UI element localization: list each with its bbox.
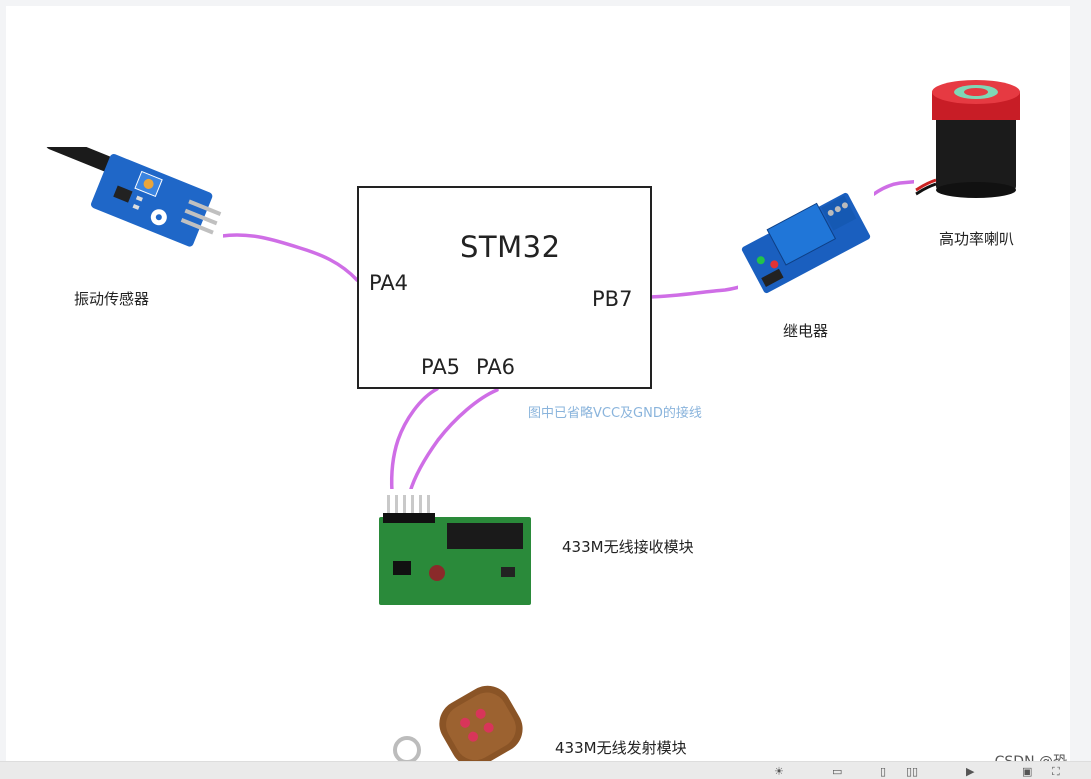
pin-pa6-label: PA6 bbox=[476, 355, 516, 379]
mcu-title: STM32 bbox=[460, 230, 561, 264]
omitted-wiring-note: 图中已省略VCC及GND的接线 bbox=[528, 406, 702, 421]
relay-image bbox=[738, 183, 874, 303]
brightness-icon[interactable]: ☀ bbox=[774, 765, 784, 778]
bottom-toolbar: ☀ ▭ ▯ ▯▯ ▶ ▣ ⛶ bbox=[0, 761, 1091, 779]
rf-receiver-image bbox=[377, 489, 535, 609]
double-page-icon[interactable]: ▯▯ bbox=[906, 765, 919, 778]
relay-label: 继电器 bbox=[783, 322, 829, 340]
fullscreen-icon[interactable]: ⛶ bbox=[1052, 765, 1060, 778]
pin-pa5-label: PA5 bbox=[421, 355, 461, 379]
speaker-image bbox=[914, 72, 1035, 212]
page-icon[interactable]: ▯ bbox=[880, 765, 887, 778]
speaker-label: 高功率喇叭 bbox=[939, 230, 1015, 248]
vibration-sensor-label: 振动传感器 bbox=[74, 290, 150, 308]
pin-pa4-label: PA4 bbox=[369, 271, 409, 295]
wire-pa5-receiver bbox=[389, 387, 439, 494]
stm32-block bbox=[357, 186, 652, 389]
play-icon[interactable]: ▶ bbox=[966, 765, 975, 778]
save-icon[interactable]: ▭ bbox=[832, 765, 843, 778]
fit-icon[interactable]: ▣ bbox=[1022, 765, 1033, 778]
rf-transmitter-label: 433M无线发射模块 bbox=[555, 739, 687, 757]
vibration-sensor-image bbox=[34, 147, 223, 260]
rf-transmitter-image bbox=[385, 674, 535, 762]
rf-receiver-label: 433M无线接收模块 bbox=[562, 538, 694, 556]
wire-pa6-receiver bbox=[408, 388, 499, 494]
wire-sensor-pa4 bbox=[220, 233, 359, 282]
pin-pb7-label: PB7 bbox=[592, 287, 633, 311]
